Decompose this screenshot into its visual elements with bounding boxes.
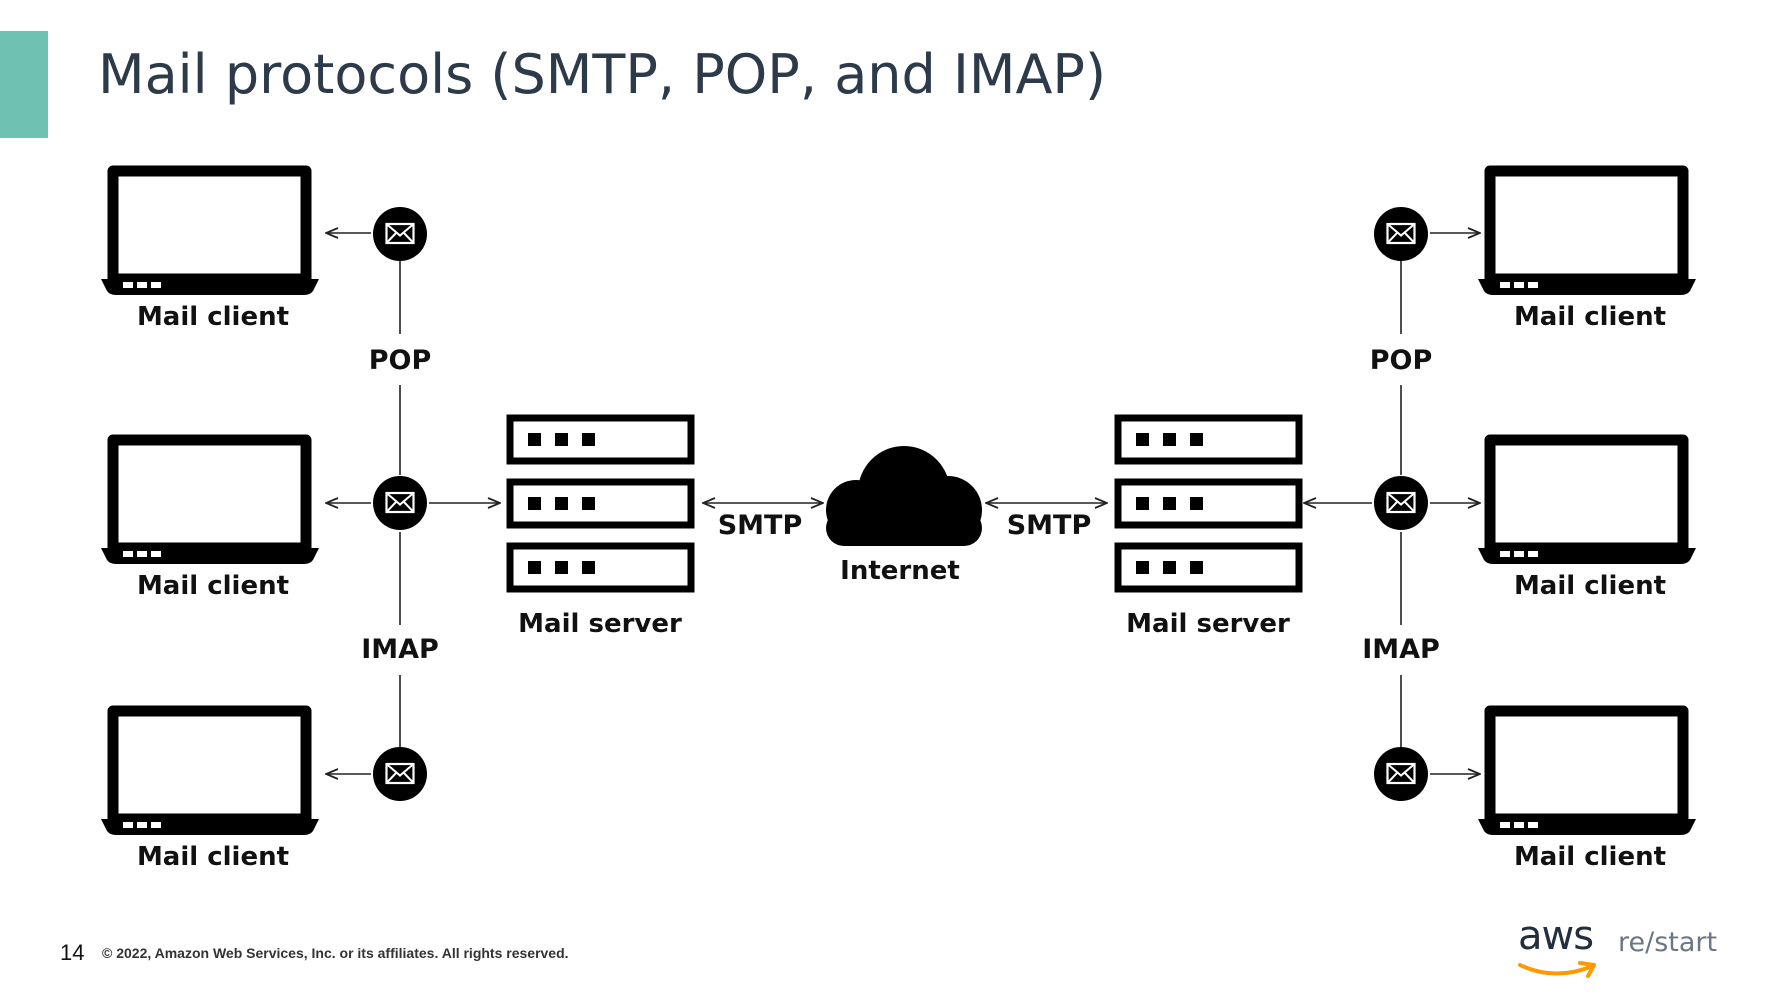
server-icon <box>1118 418 1299 589</box>
left-mail-server: Mail server <box>510 418 691 639</box>
mail-client-label: Mail client <box>1514 302 1666 332</box>
left-mail-client-2: Mail client <box>101 440 319 601</box>
internet-cloud: Internet <box>826 446 982 586</box>
laptop-icon <box>1478 711 1696 835</box>
slide-title: Mail protocols (SMTP, POP, and IMAP) <box>98 43 1107 106</box>
protocol-label-pop-left: POP <box>369 345 432 376</box>
mail-server-label: Mail server <box>518 609 682 639</box>
aws-restart-logo: aws re/start <box>1510 905 1717 985</box>
mail-client-label: Mail client <box>1514 842 1666 872</box>
envelope-icon <box>371 474 429 532</box>
left-mail-client-3: Mail client <box>101 711 319 872</box>
logo-product-text: re/start <box>1618 927 1718 958</box>
page-number: 14 <box>60 940 85 965</box>
laptop-icon <box>1478 171 1696 295</box>
laptop-icon <box>101 711 319 835</box>
envelope-icon <box>371 205 429 263</box>
right-mail-client-1: Mail client <box>1478 171 1696 332</box>
envelope-icon <box>371 745 429 803</box>
envelope-icon <box>1372 205 1430 263</box>
arrows <box>326 233 1480 774</box>
mail-client-label: Mail client <box>137 842 289 872</box>
accent-bar <box>0 31 48 138</box>
protocol-label-imap-right: IMAP <box>1362 634 1440 665</box>
right-mail-client-2: Mail client <box>1478 440 1696 601</box>
logo-brand-text: aws <box>1518 913 1594 959</box>
right-mail-client-3: Mail client <box>1478 711 1696 872</box>
protocol-label-pop-right: POP <box>1370 345 1433 376</box>
left-mail-client-1: Mail client <box>101 171 319 332</box>
copyright-notice: © 2022, Amazon Web Services, Inc. or its… <box>102 945 569 961</box>
envelope-icon <box>1372 745 1430 803</box>
server-icon <box>510 418 691 589</box>
mail-client-label: Mail client <box>1514 571 1666 601</box>
mail-server-label: Mail server <box>1126 609 1290 639</box>
internet-label: Internet <box>840 556 960 586</box>
right-mail-server: Mail server <box>1118 418 1299 639</box>
mail-client-label: Mail client <box>137 302 289 332</box>
laptop-icon <box>101 171 319 295</box>
laptop-icon <box>1478 440 1696 564</box>
envelope-icon <box>1372 474 1430 532</box>
cloud-icon <box>826 446 982 546</box>
mail-client-label: Mail client <box>137 571 289 601</box>
smile-arrow-icon <box>1518 961 1596 978</box>
smtp-label-right: SMTP <box>1007 510 1092 541</box>
laptop-icon <box>101 440 319 564</box>
smtp-label-left: SMTP <box>718 510 803 541</box>
protocol-label-imap-left: IMAP <box>361 634 439 665</box>
